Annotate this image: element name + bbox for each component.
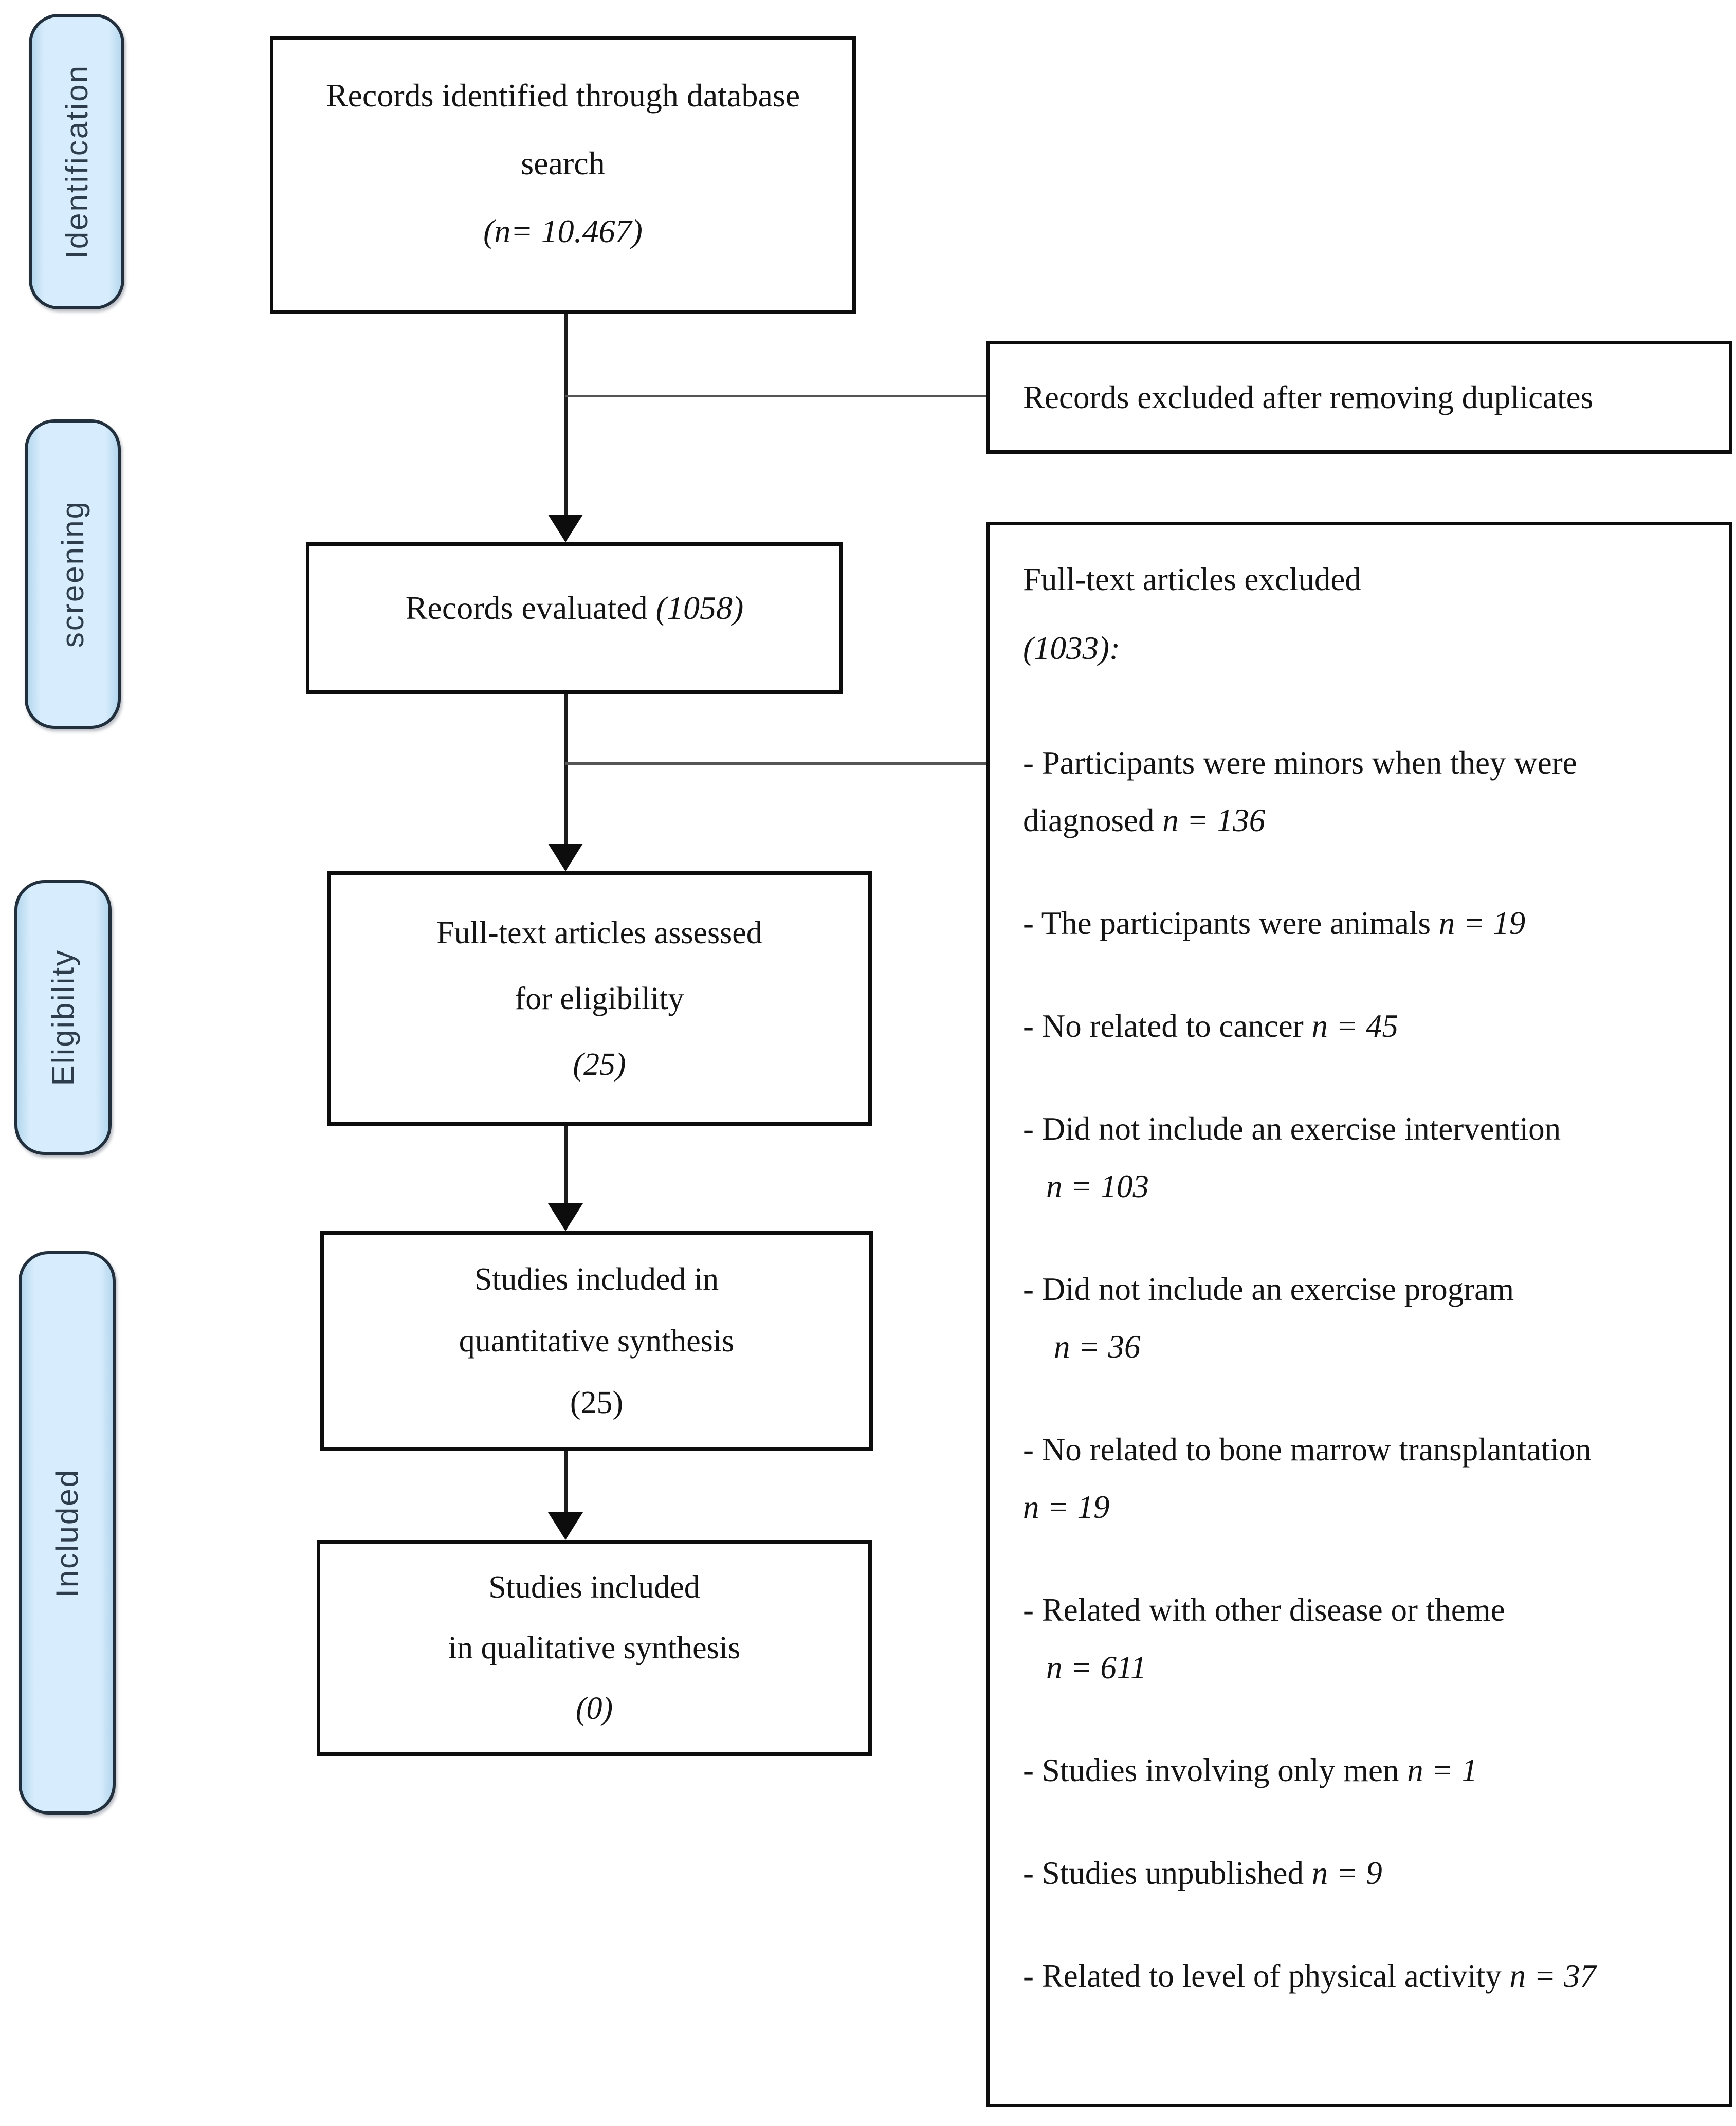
text-line: - Related with other disease or theme [1023,1592,1505,1628]
flow-line-quantitative-to-qualitative [564,1451,568,1513]
exclusion-reason-item: - Studies involving only men n = 1 [1023,1742,1708,1799]
stage-label-text: Included [50,1468,84,1598]
text-line: - Studies unpublished n = 9 [1023,1855,1382,1891]
flow-line-identification-to-screening [564,314,568,517]
text-line: - Related to level of physical activity … [1023,1958,1596,1994]
branch-line-fulltext-excluded [565,762,986,765]
text-line: - Participants were minors when they wer… [1023,745,1577,781]
exclusion-reason-item: - No related to cancer n = 45 [1023,997,1708,1055]
text-line: for eligibility [515,981,684,1016]
stage-label-included: Included [19,1251,116,1815]
text-line: n = 36 [1054,1329,1141,1365]
text-line: Full-text articles excluded [1023,561,1361,597]
flow-box-fulltext-assessed: Full-text articles assessed for eligibili… [327,871,872,1126]
text-line: - No related to cancer n = 45 [1023,1008,1398,1044]
flow-box-qualitative-synthesis: Studies included in qualitative synthesis… [317,1540,872,1756]
arrow-down-icon [548,1512,583,1540]
text-line: n = 19 [1023,1489,1110,1525]
text-line: - No related to bone marrow transplantat… [1023,1432,1592,1468]
text-line: n = 103 [1046,1168,1149,1204]
flow-box-records-identified: Records identified through database searc… [270,36,856,314]
text-line: Full-text articles assessed [436,915,762,950]
text-line: - Did not include an exercise interventi… [1023,1111,1561,1147]
flow-line-screening-to-eligibility [564,694,568,846]
excluded-duplicates-text: Records excluded after removing duplicat… [1023,379,1594,415]
arrow-down-icon [548,1203,583,1231]
text-line: quantitative synthesis [459,1324,735,1359]
exclusion-reason-item: - Studies unpublished n = 9 [1023,1844,1708,1902]
arrow-down-icon [548,515,583,542]
text-line: Records identified through database [325,77,800,114]
text-line: - Studies involving only men n = 1 [1023,1752,1478,1788]
fulltext-excluded-heading: Full-text articles excluded (1033): [1023,545,1708,683]
text-line: in qualitative synthesis [448,1630,741,1665]
exclusion-reason-item: - No related to bone marrow transplantat… [1023,1421,1708,1536]
exclusion-reason-item: - Participants were minors when they wer… [1023,734,1708,849]
text-line: Studies included in [474,1262,719,1297]
text-line: (25) [573,1047,626,1082]
text-line: diagnosed n = 136 [1023,802,1266,838]
exclusion-reason-item: - Did not include an exercise interventi… [1023,1100,1708,1215]
text-line: (25) [570,1385,624,1420]
stage-label-eligibility: Eligibility [14,880,112,1155]
exclusion-reason-item: - Did not include an exercise program n =… [1023,1260,1708,1376]
text-line: - Did not include an exercise program [1023,1271,1514,1307]
text-line: Records evaluated (1058) [405,589,744,626]
stage-label-text: screening [56,500,90,648]
text-line: (n= 10.467) [483,212,643,249]
exclusion-reason-item: - Related with other disease or theme n =… [1023,1581,1708,1696]
stage-label-text: Identification [59,64,94,259]
text-line: (1033): [1023,630,1120,666]
text-line: n = 611 [1046,1650,1147,1685]
text-line: search [521,144,605,181]
branch-line-excluded-duplicates [565,395,986,397]
flow-box-records-evaluated: Records evaluated (1058) [306,542,843,694]
side-box-fulltext-excluded: Full-text articles excluded (1033): - Par… [986,522,1732,2107]
flow-box-quantitative-synthesis: Studies included in quantitative synthesi… [320,1231,873,1451]
text-line: (0) [575,1691,613,1726]
side-box-excluded-duplicates: Records excluded after removing duplicat… [986,341,1732,454]
text-line: - The participants were animals n = 19 [1023,905,1526,941]
arrow-down-icon [548,844,583,871]
stage-label-text: Eligibility [46,949,80,1086]
stage-label-identification: Identification [29,14,124,309]
fulltext-excluded-reason-list: - Participants were minors when they wer… [1023,734,1708,2005]
text-line: Studies included [488,1570,700,1605]
exclusion-reason-item: - Related to level of physical activity … [1023,1947,1708,2005]
stage-label-screening: screening [25,419,121,729]
exclusion-reason-item: - The participants were animals n = 19 [1023,894,1708,952]
flow-line-eligibility-to-quantitative [564,1126,568,1205]
